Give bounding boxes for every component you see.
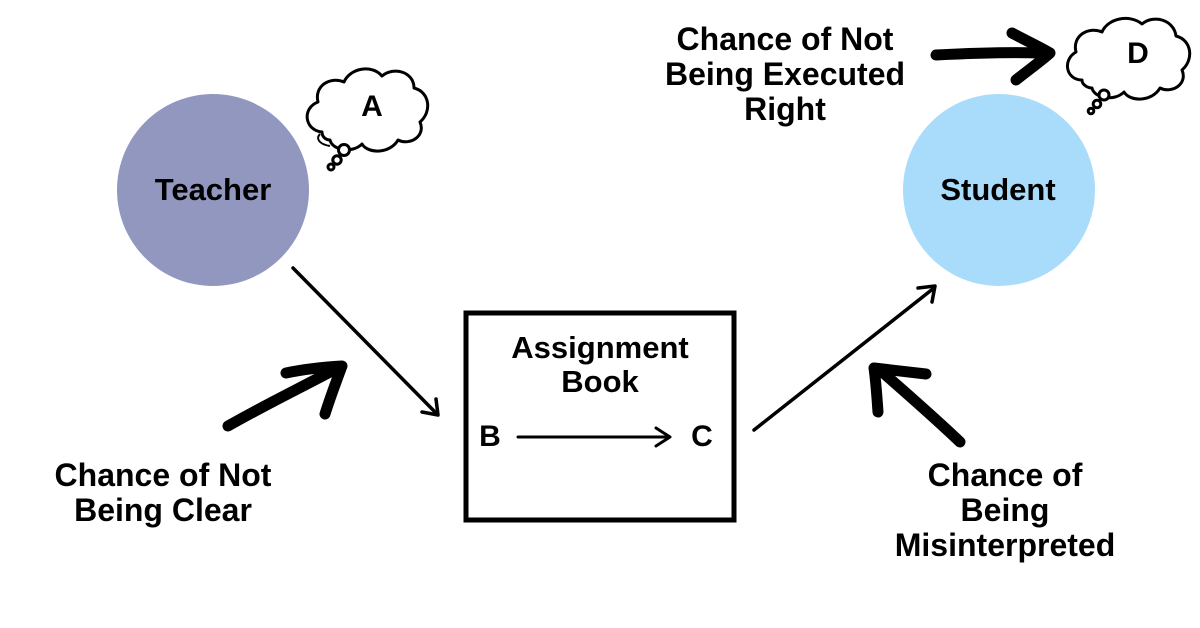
teacher-label: Teacher bbox=[154, 172, 272, 207]
book-label-c: C bbox=[691, 420, 713, 453]
annotation-line: Chance of bbox=[927, 457, 1083, 493]
teacher-to-book-arrow bbox=[291, 266, 440, 417]
annotation-line: Being Clear bbox=[74, 492, 252, 528]
annotation-line: Chance of Not bbox=[54, 457, 272, 493]
misinterpreted-arrow bbox=[868, 362, 966, 448]
not-clear-arrow bbox=[222, 360, 348, 432]
annotation-line: Being bbox=[960, 492, 1050, 528]
b-to-c-arrow bbox=[516, 426, 672, 448]
annotation-line: Being Executed bbox=[664, 56, 906, 92]
not-executed-annotation: Chance of Not Being Executed Right bbox=[650, 22, 920, 127]
misinterpreted-annotation: Chance of Being Misinterpreted bbox=[870, 458, 1140, 563]
thought-label-a: A bbox=[361, 90, 383, 123]
assignment-book-title-line: Book bbox=[561, 364, 639, 399]
thought-label-d: D bbox=[1127, 37, 1149, 70]
annotation-line: Right bbox=[744, 91, 826, 127]
student-label: Student bbox=[940, 172, 1056, 207]
book-to-student-arrow bbox=[752, 284, 937, 432]
not-executed-arrow bbox=[930, 27, 1056, 86]
annotation-line: Chance of Not bbox=[676, 21, 894, 57]
student-node bbox=[903, 94, 1095, 286]
teacher-thought-bubble bbox=[305, 67, 430, 172]
assignment-book-title-line: Assignment bbox=[511, 330, 689, 365]
annotation-line: Misinterpreted bbox=[894, 527, 1116, 563]
assignment-book-title: Assignment Book bbox=[466, 331, 734, 399]
teacher-node bbox=[117, 94, 309, 286]
assignment-book-box bbox=[463, 310, 737, 523]
book-label-b: B bbox=[479, 420, 501, 453]
student-thought-bubble bbox=[1066, 16, 1192, 116]
not-clear-annotation: Chance of Not Being Clear bbox=[28, 458, 298, 528]
